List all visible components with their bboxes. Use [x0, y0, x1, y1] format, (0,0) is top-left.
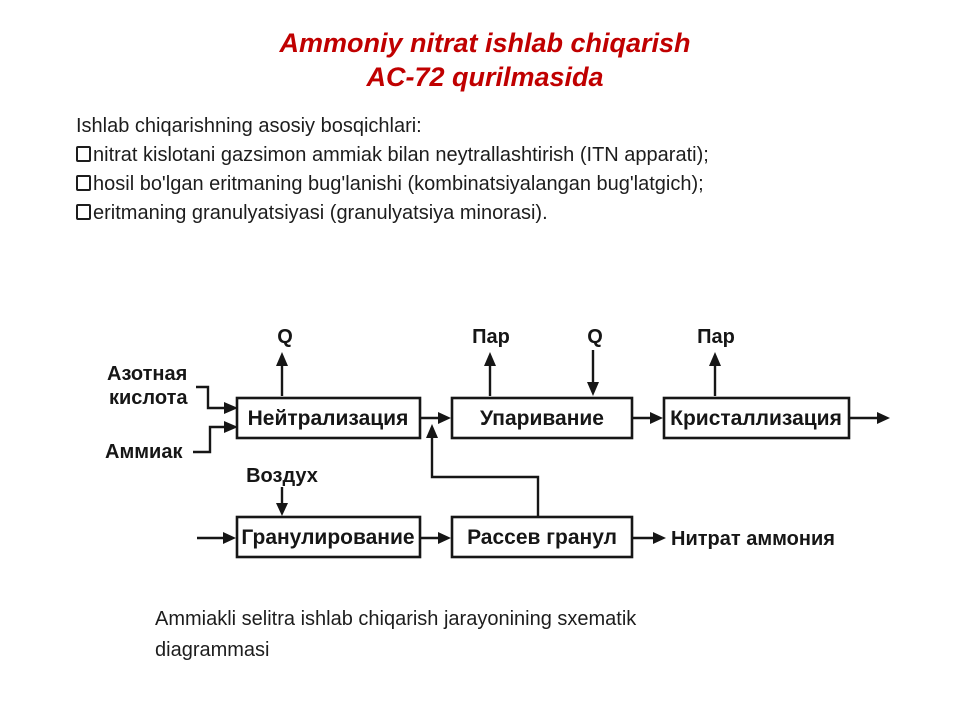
- recycle-arrow-sieving-to-evaporation: [426, 424, 540, 516]
- nitric-acid-label-line1: Азотная: [107, 363, 187, 385]
- square-bullet-icon: [76, 204, 91, 220]
- bullet-text: nitrat kislotani gazsimon ammiak bilan n…: [93, 144, 709, 166]
- square-bullet-icon: [76, 175, 91, 191]
- neutralization-box-label: Нейтрализация: [248, 407, 409, 430]
- granulation-feed-arrow: [197, 532, 236, 544]
- steam-label-crystallization: Пар: [697, 326, 735, 348]
- steam-out-arrow-crystallization: [709, 352, 721, 396]
- evaporation-box-label: Упаривание: [480, 407, 604, 430]
- ammonia-feed-arrow: [193, 421, 238, 454]
- steps-intro: Ishlab chiqarishning asosiy bosqichlari:: [76, 115, 422, 137]
- steam-out-arrow-evaporation: [484, 352, 496, 396]
- granulation-to-sieving-arrow: [420, 532, 451, 544]
- heat-in-arrow-evaporation: [587, 350, 599, 396]
- heat-q-label-evaporation: Q: [587, 326, 603, 348]
- evaporation-to-crystallization-arrow: [632, 412, 663, 424]
- sieving-to-product-arrow: [632, 532, 666, 544]
- diagram-caption: Ammiakli selitra ishlab chiqarish jarayo…: [155, 604, 855, 666]
- evaporation-box: Упаривание: [450, 396, 634, 440]
- process-flow-diagram: Нейтрализация Упаривание Кристаллизация …: [105, 326, 890, 559]
- bullet-item: nitrat kislotani gazsimon ammiak bilan n…: [76, 141, 906, 170]
- sieving-box-label: Рассев гранул: [467, 526, 617, 549]
- production-steps: Ishlab chiqarishning asosiy bosqichlari:…: [76, 112, 906, 228]
- nitric-acid-feed-arrow: [196, 385, 238, 414]
- steam-label-evaporation: Пар: [472, 326, 510, 348]
- granulation-box-label: Гранулирование: [241, 526, 414, 549]
- air-label: Воздух: [246, 465, 318, 487]
- air-in-arrow: [276, 487, 288, 516]
- bullet-text: eritmaning granulyatsiyasi (granulyatsiy…: [93, 202, 548, 224]
- crystallization-box-label: Кристаллизация: [670, 407, 842, 430]
- product-label: Нитрат аммония: [671, 528, 835, 550]
- bullet-text: hosil bo'lgan eritmaning bug'lanishi (ko…: [93, 173, 704, 195]
- nitric-acid-label-line2: кислота: [109, 387, 188, 409]
- title-line-2: AC-72 qurilmasida: [366, 62, 604, 92]
- title-line-1: Ammoniy nitrat ishlab chiqarish: [279, 28, 691, 58]
- sieving-box: Рассев гранул: [450, 515, 634, 559]
- heat-q-label-neutralization: Q: [277, 326, 293, 348]
- neutralization-to-evaporation-arrow: [420, 412, 451, 424]
- neutralization-box: Нейтрализация: [235, 396, 422, 440]
- heat-out-arrow-neutralization: [276, 352, 288, 396]
- crystallization-box: Кристаллизация: [662, 396, 851, 440]
- granulation-box: Гранулирование: [235, 515, 422, 559]
- caption-line-1: Ammiakli selitra ishlab chiqarish jarayo…: [155, 608, 637, 630]
- crystallization-out-arrow: [849, 412, 890, 424]
- square-bullet-icon: [76, 146, 91, 162]
- caption-line-2: diagrammasi: [155, 639, 270, 661]
- slide-title: Ammoniy nitrat ishlab chiqarish AC-72 qu…: [10, 26, 960, 94]
- bullet-item: eritmaning granulyatsiyasi (granulyatsiy…: [76, 199, 906, 228]
- bullet-item: hosil bo'lgan eritmaning bug'lanishi (ko…: [76, 170, 906, 199]
- ammonia-label: Аммиак: [105, 441, 183, 463]
